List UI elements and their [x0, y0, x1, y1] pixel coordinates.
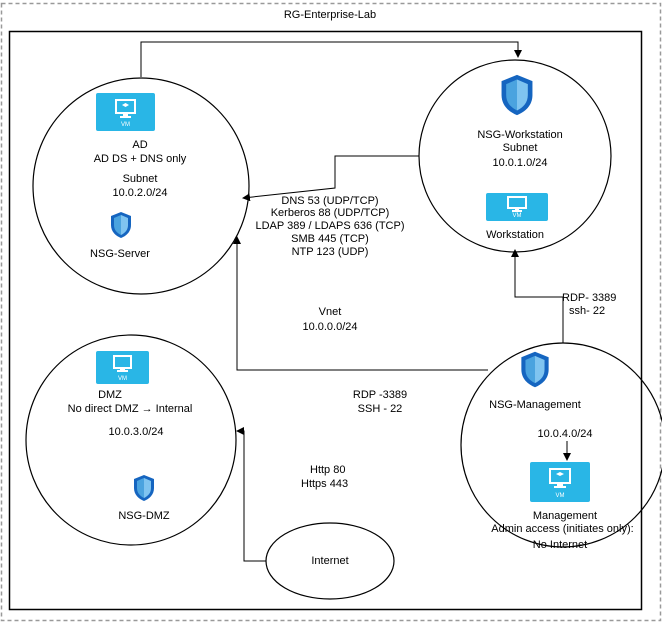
- connector-workstation-to-ad: [242, 155, 419, 202]
- nsg-management-shield-icon: [521, 351, 549, 388]
- ports-ad-1: Kerberos 88 (UDP/TCP): [270, 207, 390, 219]
- nsg-workstation-label: NSG-Workstation: [477, 129, 563, 141]
- connector-ad-to-workstation: [140, 41, 522, 77]
- workstation-label: Workstation: [486, 229, 544, 241]
- management-subnet: 10.0.4.0/24: [537, 428, 593, 440]
- dmz-subnet: 10.0.3.0/24: [108, 426, 164, 438]
- connector-management-to-workstation: [511, 249, 564, 343]
- dmz-subnet-circle: [25, 334, 237, 546]
- ports-mgmt-ad-1: SSH - 22: [357, 403, 403, 415]
- ports-ad-3: SMB 445 (TCP): [291, 233, 369, 245]
- management-internet: No Internet: [532, 539, 588, 551]
- internet-label: Internet: [311, 555, 349, 567]
- ports-internet-0: Http 80: [310, 464, 346, 476]
- ad-role: AD DS + DNS only: [93, 153, 187, 165]
- vm-badge: VM: [121, 122, 130, 128]
- ports-mgmt-ws-1: ssh- 22: [569, 305, 606, 317]
- dmz-vm-icon: VM: [96, 351, 149, 384]
- management-name: Management: [532, 510, 598, 522]
- ad-subnet-label: Subnet: [122, 173, 158, 185]
- nsg-dmz-shield-icon: [134, 475, 154, 501]
- ports-ad-2: LDAP 389 / LDAPS 636 (TCP): [255, 220, 405, 232]
- dmz-name: DMZ: [98, 389, 122, 401]
- vnet-cidr: 10.0.0.0/24: [302, 321, 358, 333]
- management-vm-icon: VM: [530, 462, 590, 502]
- ad-name: AD: [132, 139, 148, 151]
- connector-internet-to-dmz: [236, 427, 269, 562]
- ports-ad-0: DNS 53 (UDP/TCP): [281, 195, 379, 207]
- vm-badge: VM: [555, 493, 565, 499]
- workstation-subnet-circle: [418, 59, 612, 253]
- nsg-management-label: NSG-Management: [489, 399, 581, 411]
- nsg-dmz-label: NSG-DMZ: [118, 510, 170, 522]
- resource-group-title: RG-Enterprise-Lab: [283, 9, 377, 21]
- workstation-subnet: 10.0.1.0/24: [492, 157, 548, 169]
- vnet-border: [8, 30, 643, 611]
- vm-badge: VM: [118, 376, 127, 382]
- ad-subnet: 10.0.2.0/24: [112, 187, 168, 199]
- vnet-label: Vnet: [318, 306, 342, 318]
- nsg-server-shield-icon: [111, 212, 131, 238]
- dmz-note: No direct DMZ → Internal: [67, 403, 193, 415]
- ad-vm-icon: VM: [96, 93, 155, 131]
- management-subnet-circle: [460, 342, 662, 548]
- nsg-server-label: NSG-Server: [90, 248, 150, 260]
- ports-ad-4: NTP 123 (UDP): [291, 246, 369, 258]
- management-access: Admin access (initiates only):: [491, 523, 634, 535]
- nsg-workstation-shield-icon: [501, 74, 533, 116]
- ports-internet-1: Https 443: [301, 478, 349, 490]
- ad-subnet-circle: [32, 77, 250, 295]
- vm-badge: VM: [512, 213, 522, 219]
- connector-management-to-ad: [233, 236, 488, 371]
- internet-ellipse: [265, 522, 395, 600]
- ports-mgmt-ad-0: RDP -3389: [352, 389, 408, 401]
- ports-mgmt-ws-0: RDP- 3389: [562, 292, 617, 304]
- workstation-subnet-label: Subnet: [502, 142, 538, 154]
- workstation-vm-icon: VM: [486, 193, 548, 221]
